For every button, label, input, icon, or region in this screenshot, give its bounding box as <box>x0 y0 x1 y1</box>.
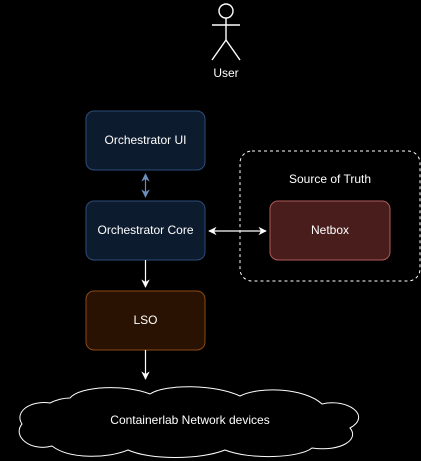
user-actor-icon <box>211 3 241 61</box>
containerlab-label: Containerlab Network devices <box>110 413 270 427</box>
containerlab-cloud[interactable] <box>18 386 360 458</box>
netbox-node[interactable] <box>269 200 391 261</box>
source-of-truth-label: Source of Truth <box>288 172 372 186</box>
user-label: User <box>213 66 239 80</box>
lso-label: LSO <box>133 313 158 327</box>
netbox-label: Netbox <box>310 223 350 237</box>
orchestrator-core-label: Orchestrator Core <box>97 223 194 237</box>
orchestrator-ui-node[interactable] <box>85 110 206 171</box>
orchestrator-ui-label: Orchestrator UI <box>104 133 187 147</box>
